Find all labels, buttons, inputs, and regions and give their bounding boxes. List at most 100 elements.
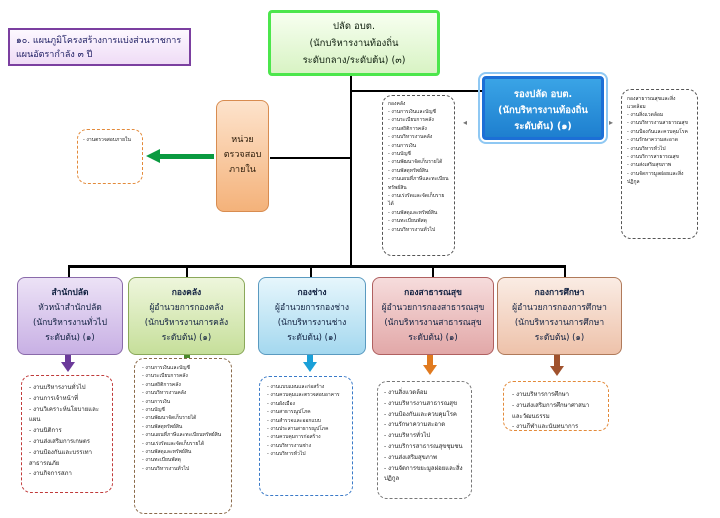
audit-arrow-head — [146, 149, 160, 163]
down-arrow-icon — [61, 362, 75, 372]
division-name: กองช่าง — [297, 288, 327, 298]
tasks-box-education: งานบริหารการศึกษางานส่งเสริมการศึกษาศาสน… — [503, 381, 609, 431]
finance-list-head: กองคลัง — [388, 101, 406, 107]
audit-line3: ภายใน — [229, 165, 256, 175]
tasks-list-education: งานบริหารการศึกษางานส่งเสริมการศึกษาศาสน… — [512, 390, 600, 433]
task-item: งานส่งเสริมการเกษตร — [29, 437, 105, 448]
task-item: งานสถิติการคลัง — [142, 381, 224, 389]
connector-1 — [68, 265, 70, 277]
internal-audit-box: หน่วย ตรวจสอบ ภายใน — [216, 100, 269, 212]
division-name: กองการศึกษา — [534, 288, 585, 298]
audit-arrow-shaft — [160, 154, 214, 159]
task-item: งานจัดการขยะมูลฝอยและสิ่งปฏิกูล — [384, 464, 465, 486]
division-box-education: กองการศึกษา ผู้อำนวยการกองการศึกษา (นักบ… — [497, 277, 622, 355]
arrow-stem-5 — [554, 355, 560, 367]
health-side-item: งานส่งเสริมสุขภาพ — [627, 161, 692, 169]
audit-task-item: งานตรวจสอบภายใน — [83, 136, 137, 144]
division-position: (นักบริหารงานช่าง — [277, 318, 347, 328]
tasks-box-office: งานบริหารงานทั่วไปงานการเจ้าหน้าที่งานวิ… — [21, 375, 113, 493]
health-side-item: งานป้องกันและควบคุมโรค — [627, 128, 692, 136]
division-head: หัวหน้าสำนักปลัด — [38, 303, 102, 313]
finance-list-item: งานแผนที่ภาษีและทะเบียนทรัพย์สิน — [388, 175, 449, 192]
division-level: ระดับต้น) (๑) — [534, 333, 585, 343]
arrow-stem-1 — [65, 355, 71, 363]
task-item: งานสิ่งแวดล้อม — [384, 388, 465, 399]
arrow-stem-2 — [184, 355, 190, 360]
task-item: งานกีฬาและนันทนาการ — [512, 422, 600, 433]
task-item: งานพัสดุทรัพย์สิน — [142, 423, 224, 431]
finance-list-item: งานเร่งรัดและจัดเก็บรายได้ — [388, 192, 449, 209]
task-item: งานป้องกันและบรรเทาสาธารณภัย — [29, 448, 105, 470]
task-item: งานควบคุมการก่อสร้าง — [267, 433, 345, 441]
health-side-item: งานสิ่งแวดล้อม — [627, 111, 692, 119]
chart-title: ๑๐. แผนภูมิโครงสร้างการแบ่งส่วนราชการ แผ… — [8, 28, 191, 66]
task-item: งานบริหารงานช่าง — [267, 442, 345, 450]
chief-administrator-box: ปลัด อบต. (นักบริหารงานท้องถิ่น ระดับกลา… — [268, 10, 440, 76]
division-box-office: สำนักปลัด หัวหน้าสำนักปลัด (นักบริหารงาน… — [17, 277, 123, 355]
task-item: งานนิติการ — [29, 426, 105, 437]
division-position: (นักบริหารงานการคลัง — [144, 318, 229, 328]
deputy-administrator-box: รองปลัด อบต. (นักบริหารงานท้องถิ่น ระดับ… — [478, 72, 608, 144]
health-side-item: งานรักษาความสะอาด — [627, 136, 692, 144]
task-item: งานบริหารงานสาธารณสุข — [384, 399, 465, 410]
deputy-line2: (นักบริหารงานท้องถิ่น — [498, 105, 588, 116]
task-item: งานแบบแผนและก่อสร้าง — [267, 383, 345, 391]
audit-tasks-box: งานตรวจสอบภายใน — [77, 129, 143, 184]
division-head: ผู้อำนวยการกองสาธารณสุข — [381, 303, 485, 313]
task-item: งานพัฒนาจัดเก็บรายได้ — [142, 414, 224, 422]
task-item: งานบริหารงานทั่วไป — [29, 383, 105, 394]
task-item: งานสาธารณูปโภค — [267, 408, 345, 416]
finance-list-item: งานพัสดุและทรัพย์สิน — [388, 209, 449, 217]
task-item: งานแผนที่ภาษีและทะเบียนทรัพย์สิน — [142, 431, 224, 439]
chart-title-line2: แผนอัตรากำลัง ๓ ปี — [16, 50, 93, 60]
division-position: (นักบริหารงานสาธารณสุข — [384, 318, 482, 328]
health-side-head: กองสาธารณสุขและสิ่งแวดล้อม — [627, 96, 676, 110]
finance-list-item: งานสถิติการคลัง — [388, 125, 449, 133]
task-item: งานส่งเสริมสุขภาพ — [384, 453, 465, 464]
finance-list-item: งานบัญชี — [388, 150, 449, 158]
division-box-finance: กองคลัง ผู้อำนวยการกองคลัง (นักบริหารงาน… — [128, 277, 245, 355]
audit-line1: หน่วย — [231, 135, 254, 145]
task-item: งานรักษาความสะอาด — [384, 420, 465, 431]
task-item: งานสำรวจและออกแบบ — [267, 417, 345, 425]
connector-5 — [564, 265, 566, 277]
down-arrow-icon — [550, 366, 564, 376]
task-item: งานระเบียบการคลัง — [142, 372, 224, 380]
task-item: งานการเจ้าหน้าที่ — [29, 394, 105, 405]
task-item: งานวิเคราะห์นโยบายและแผน — [29, 405, 105, 427]
connector-4 — [432, 265, 434, 277]
connector-3 — [310, 265, 312, 277]
main-vertical-line — [350, 76, 352, 266]
finance-list-item: งานการเงินและบัญชี — [388, 108, 449, 116]
division-box-engineering: กองช่าง ผู้อำนวยการกองช่าง (นักบริหารงาน… — [258, 277, 366, 355]
division-head: ผู้อำนวยการกองคลัง — [149, 303, 224, 313]
finance-list-item: งานการเงิน — [388, 142, 449, 150]
tasks-list-engineering: งานแบบแผนและก่อสร้างงานควบคุมและตรวจสอบอ… — [267, 383, 345, 459]
finance-list-item: งานทะเบียนพัสดุ — [388, 217, 449, 225]
finance-list-item: งานระเบียบการคลัง — [388, 116, 449, 124]
division-name: กองสาธารณสุข — [404, 288, 462, 298]
deputy-connector — [352, 90, 482, 92]
division-level: ระดับต้น) (๑) — [45, 333, 95, 343]
down-arrow-icon — [303, 362, 317, 372]
deputy-line3: ระดับต้น) (๑) — [514, 121, 572, 132]
task-item: งานผังเมือง — [267, 400, 345, 408]
task-item: งานบริหารการศึกษา — [512, 390, 600, 401]
right-triangle-icon: ▸ — [609, 118, 614, 127]
finance-list-item: งานพัฒนาจัดเก็บรายได้ — [388, 158, 449, 166]
health-side-item: งานจัดการมูลฝอยและสิ่งปฏิกูล — [627, 170, 692, 187]
task-item: งานบริการสาธารณสุขชุมชน — [384, 442, 465, 453]
tasks-box-finance: งานการเงินและบัญชีงานระเบียบการคลังงานสถ… — [134, 358, 232, 514]
connector-2 — [186, 265, 188, 277]
division-level: ระดับต้น) (๑) — [161, 333, 212, 343]
arrow-stem-4 — [427, 355, 433, 366]
tasks-list-finance: งานการเงินและบัญชีงานระเบียบการคลังงานสถ… — [142, 364, 224, 473]
audit-line2: ตรวจสอบ — [223, 150, 262, 160]
task-item: งานประสานสาธารณูปโภค — [267, 425, 345, 433]
division-box-health: กองสาธารณสุข ผู้อำนวยการกองสาธารณสุข (นั… — [372, 277, 494, 355]
task-item: งานบัญชี — [142, 406, 224, 414]
task-item: งานการเงิน — [142, 398, 224, 406]
task-item: งานควบคุมและตรวจสอบอาคาร — [267, 391, 345, 399]
audit-connector — [270, 157, 350, 159]
division-bus-line — [68, 265, 566, 268]
